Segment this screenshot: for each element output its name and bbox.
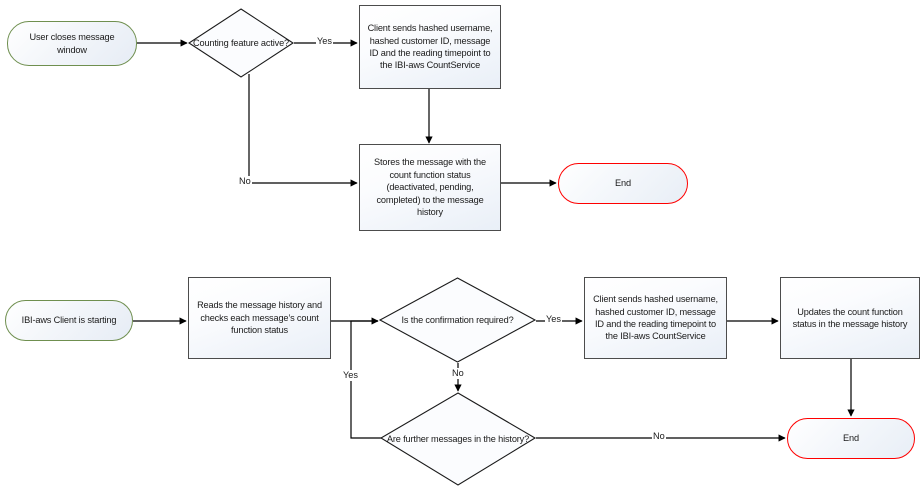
edge-label-bottom-confirmation-yes: Yes xyxy=(545,314,562,325)
edge-label-top-yes: Yes xyxy=(316,36,333,47)
node-label: IBI-aws Client is starting xyxy=(21,315,117,326)
node-label: Stores the message with the count functi… xyxy=(374,157,486,218)
node-process-updates-count-status[interactable]: Updates the count function status in the… xyxy=(780,277,920,359)
node-start-user-closes-message-window[interactable]: User closes message window xyxy=(7,21,137,66)
node-process-client-sends-top[interactable]: Client sends hashed username, hashed cus… xyxy=(359,5,501,89)
node-label: Updates the count function status in the… xyxy=(792,306,908,329)
diamond-shape xyxy=(378,277,537,363)
node-decision-is-confirmation-required[interactable]: Is the confirmation required? xyxy=(378,277,537,363)
node-label: Reads the message history and checks eac… xyxy=(197,300,322,336)
node-label: User closes message window xyxy=(29,32,115,55)
edge-label-bottom-confirmation-no: No xyxy=(451,368,465,379)
node-process-client-sends-bottom[interactable]: Client sends hashed username, hashed cus… xyxy=(584,277,727,359)
node-end-top[interactable]: End xyxy=(558,163,688,204)
diamond-shape xyxy=(187,8,295,78)
node-process-stores-message[interactable]: Stores the message with the count functi… xyxy=(359,144,501,231)
node-end-bottom[interactable]: End xyxy=(787,418,915,459)
node-label: Client sends hashed username, hashed cus… xyxy=(593,294,718,342)
node-label: Is the confirmation required? xyxy=(401,314,514,325)
node-label: End xyxy=(615,178,631,189)
diamond-shape xyxy=(379,392,537,486)
node-decision-are-further-messages[interactable]: Are further messages in the history? xyxy=(379,392,537,486)
edge-label-bottom-loop-yes: Yes xyxy=(342,370,359,381)
node-label: Counting feature active? xyxy=(193,37,289,48)
edge-label-bottom-further-no: No xyxy=(652,431,666,442)
node-start-ibi-aws-client-is-starting[interactable]: IBI-aws Client is starting xyxy=(5,300,133,341)
edge-counting-no-to-store xyxy=(248,74,358,187)
node-process-reads-message-history[interactable]: Reads the message history and checks eac… xyxy=(188,277,331,359)
node-label: Client sends hashed username, hashed cus… xyxy=(367,23,493,71)
edge-label-top-no: No xyxy=(238,176,252,187)
node-label: End xyxy=(843,433,859,444)
node-label: Are further messages in the history? xyxy=(386,433,530,444)
node-decision-counting-feature-active[interactable]: Counting feature active? xyxy=(187,8,295,78)
